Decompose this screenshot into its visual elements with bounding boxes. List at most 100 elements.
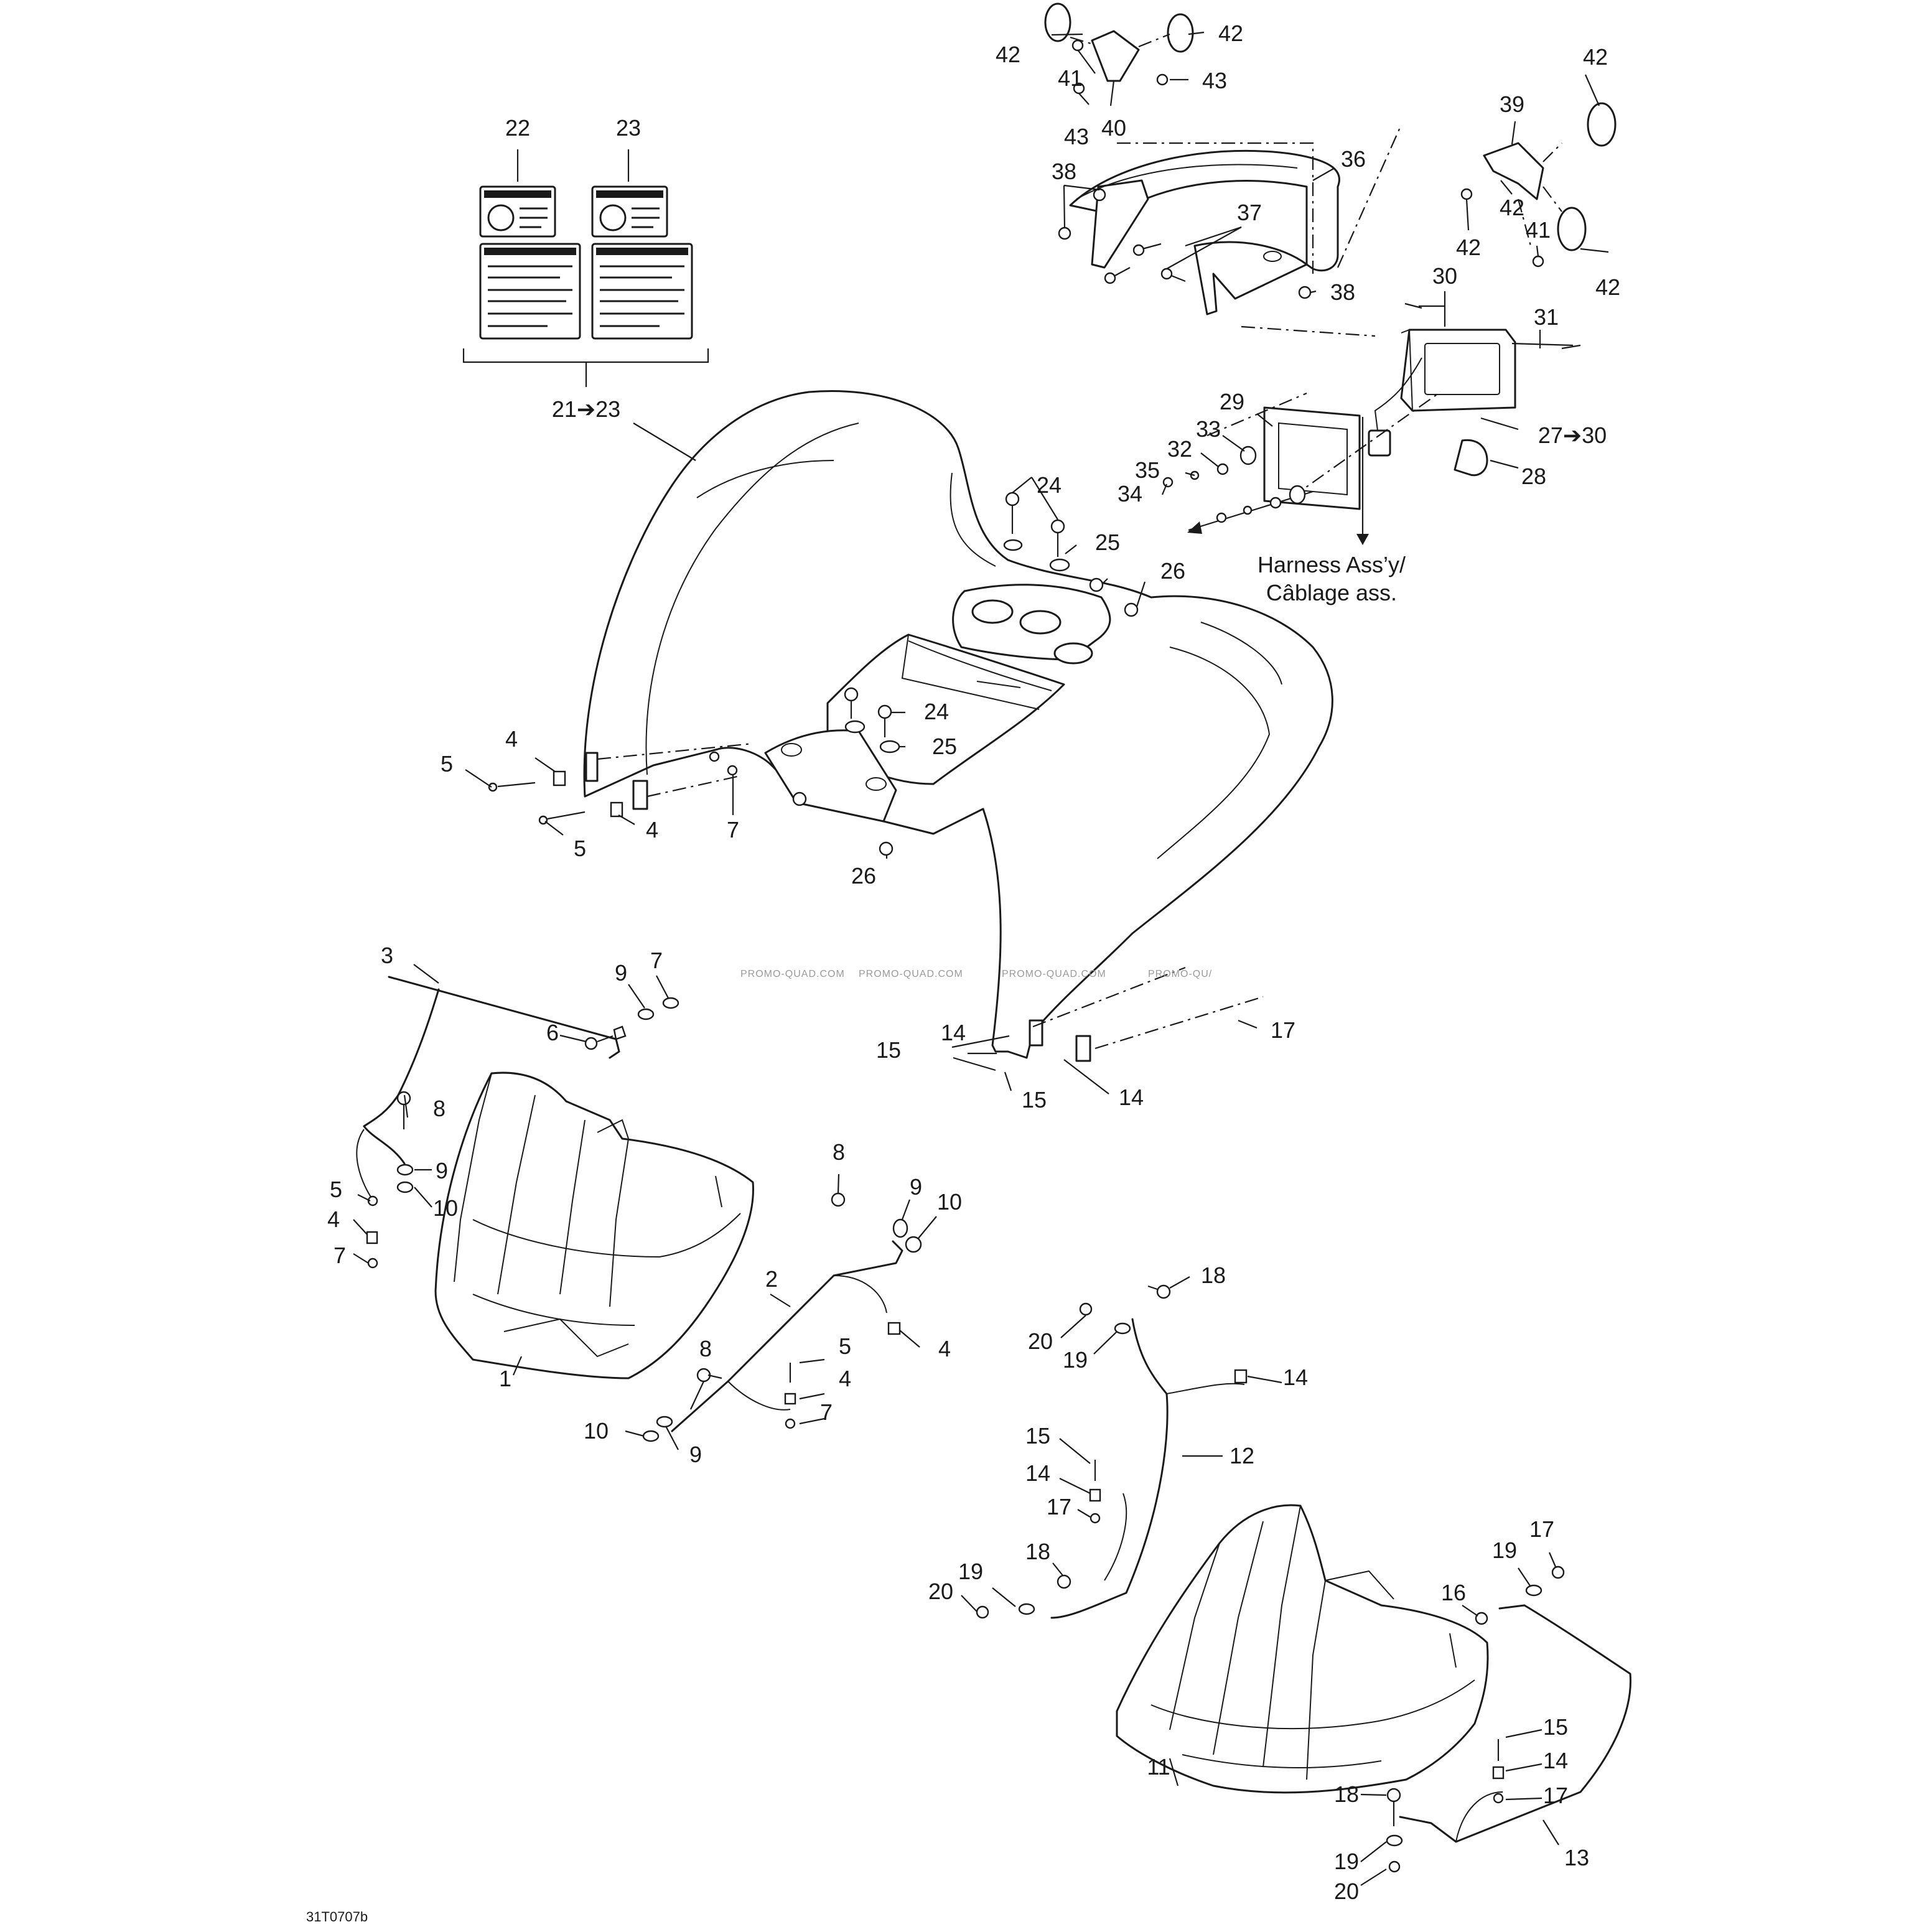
callout-42-d: 42 — [1500, 195, 1524, 220]
callout-26-b: 26 — [851, 863, 876, 889]
callout-38-a: 38 — [1052, 159, 1076, 184]
callout-9-d: 9 — [689, 1442, 702, 1467]
watermark-2: PROMO-QUAD.COM — [859, 969, 963, 979]
callout-42-c: 42 — [1583, 44, 1608, 70]
callout-8-b: 8 — [833, 1139, 845, 1165]
callout-34: 34 — [1118, 481, 1142, 506]
callout-28: 28 — [1521, 464, 1546, 489]
callout-43-a: 43 — [1064, 124, 1089, 149]
callout-39: 39 — [1500, 91, 1524, 117]
callout-7-a: 7 — [727, 817, 739, 842]
callout-12: 12 — [1230, 1443, 1254, 1468]
callout-14-b: 14 — [1119, 1085, 1144, 1110]
callout-15-d: 15 — [1543, 1714, 1568, 1740]
callout-32: 32 — [1167, 436, 1192, 462]
callout-2: 2 — [765, 1266, 778, 1292]
callout-42-e: 42 — [1456, 235, 1481, 260]
callout-36: 36 — [1341, 146, 1366, 172]
rear-fender — [583, 390, 1333, 1062]
callout-17-c: 17 — [1529, 1516, 1554, 1542]
reflectors — [1044, 2, 1617, 251]
callout-10-a: 10 — [433, 1195, 458, 1221]
callout-15-c: 15 — [1025, 1423, 1050, 1449]
callout-38-b: 38 — [1330, 279, 1355, 305]
hardware — [366, 39, 1581, 1873]
callout-10-b: 10 — [937, 1189, 962, 1215]
right-footwell — [1116, 1504, 1489, 1794]
callout-14-c: 14 — [1283, 1365, 1308, 1390]
callout-25-a: 25 — [1095, 530, 1120, 555]
callout-27-30: 27➔30 — [1538, 422, 1607, 448]
callout-21-23: 21➔23 — [552, 396, 620, 422]
callout-17-d: 17 — [1543, 1783, 1568, 1808]
callout-4-c: 4 — [327, 1206, 340, 1232]
leader-lines — [353, 31, 1609, 1886]
callout-31: 31 — [1534, 304, 1559, 330]
callout-42-a: 42 — [996, 42, 1020, 67]
callout-41-a: 41 — [1058, 65, 1083, 91]
callout-5-b: 5 — [574, 836, 586, 861]
callout-8-a: 8 — [433, 1096, 446, 1121]
callout-33: 33 — [1196, 416, 1221, 442]
callout-10-c: 10 — [584, 1418, 609, 1444]
callout-11: 11 — [1147, 1754, 1170, 1780]
callout-16: 16 — [1441, 1580, 1466, 1605]
callout-9-c: 9 — [910, 1174, 922, 1200]
support-rods — [356, 976, 1631, 1843]
callout-19-c: 19 — [1492, 1538, 1517, 1563]
callout-14-d: 14 — [1025, 1460, 1050, 1486]
watermark-1: PROMO-QUAD.COM — [740, 969, 845, 979]
warning-decals — [462, 149, 709, 387]
callout-19-b: 19 — [958, 1559, 983, 1584]
callout-labels: 22 23 21➔23 42 41 43 40 42 43 42 39 42 4… — [306, 21, 1620, 1925]
left-footwell — [434, 1071, 754, 1379]
callout-41-b: 41 — [1526, 217, 1551, 243]
callout-29: 29 — [1220, 389, 1244, 414]
callout-6: 6 — [546, 1020, 559, 1045]
callout-8-c: 8 — [699, 1336, 712, 1361]
callout-1: 1 — [499, 1366, 511, 1391]
callout-9-b: 9 — [436, 1158, 448, 1183]
callout-4-b: 4 — [646, 817, 658, 842]
callout-4-e: 4 — [839, 1366, 851, 1391]
callout-14-a: 14 — [941, 1020, 966, 1045]
callout-17-b: 17 — [1047, 1494, 1071, 1519]
callout-7-c: 7 — [334, 1243, 346, 1268]
harness-note-line1: Harness Ass’y/ — [1258, 552, 1406, 577]
callout-18-c: 18 — [1334, 1781, 1359, 1807]
callout-7-d: 7 — [820, 1399, 833, 1425]
callout-24-b: 24 — [924, 699, 949, 724]
callout-5-a: 5 — [441, 751, 453, 777]
callout-23: 23 — [616, 115, 641, 141]
callout-15-b: 15 — [1022, 1087, 1047, 1113]
callout-30: 30 — [1432, 263, 1457, 289]
callout-3: 3 — [381, 943, 393, 968]
callout-18-b: 18 — [1025, 1539, 1050, 1564]
callout-37: 37 — [1237, 200, 1262, 225]
callout-15-a: 15 — [876, 1037, 901, 1063]
callout-42-f: 42 — [1595, 274, 1620, 300]
watermark-3: PROMO-QUAD.COM — [1002, 969, 1106, 979]
drawing-code: 31T0707b — [306, 1909, 368, 1925]
callout-43-b: 43 — [1202, 68, 1227, 93]
callout-22: 22 — [505, 115, 530, 141]
callout-35: 35 — [1135, 457, 1160, 483]
callout-9-a: 9 — [615, 960, 627, 986]
taillight-assembly — [1187, 305, 1574, 545]
callout-24-a: 24 — [1037, 472, 1062, 498]
callout-4-a: 4 — [505, 726, 518, 752]
callout-17-a: 17 — [1271, 1017, 1295, 1043]
callout-26-a: 26 — [1160, 558, 1185, 584]
callout-4-d: 4 — [938, 1336, 951, 1361]
callout-19-d: 19 — [1334, 1849, 1359, 1874]
harness-note-line2: Câblage ass. — [1266, 580, 1397, 605]
callout-40: 40 — [1101, 115, 1126, 141]
callout-20-b: 20 — [928, 1579, 953, 1604]
callout-42-b: 42 — [1218, 21, 1243, 46]
callout-5-c: 5 — [330, 1177, 342, 1202]
watermark-4: PROMO-QU/ — [1148, 969, 1212, 979]
rear-rack — [1069, 127, 1401, 337]
callout-20-a: 20 — [1028, 1328, 1053, 1354]
callout-5-d: 5 — [839, 1333, 851, 1359]
